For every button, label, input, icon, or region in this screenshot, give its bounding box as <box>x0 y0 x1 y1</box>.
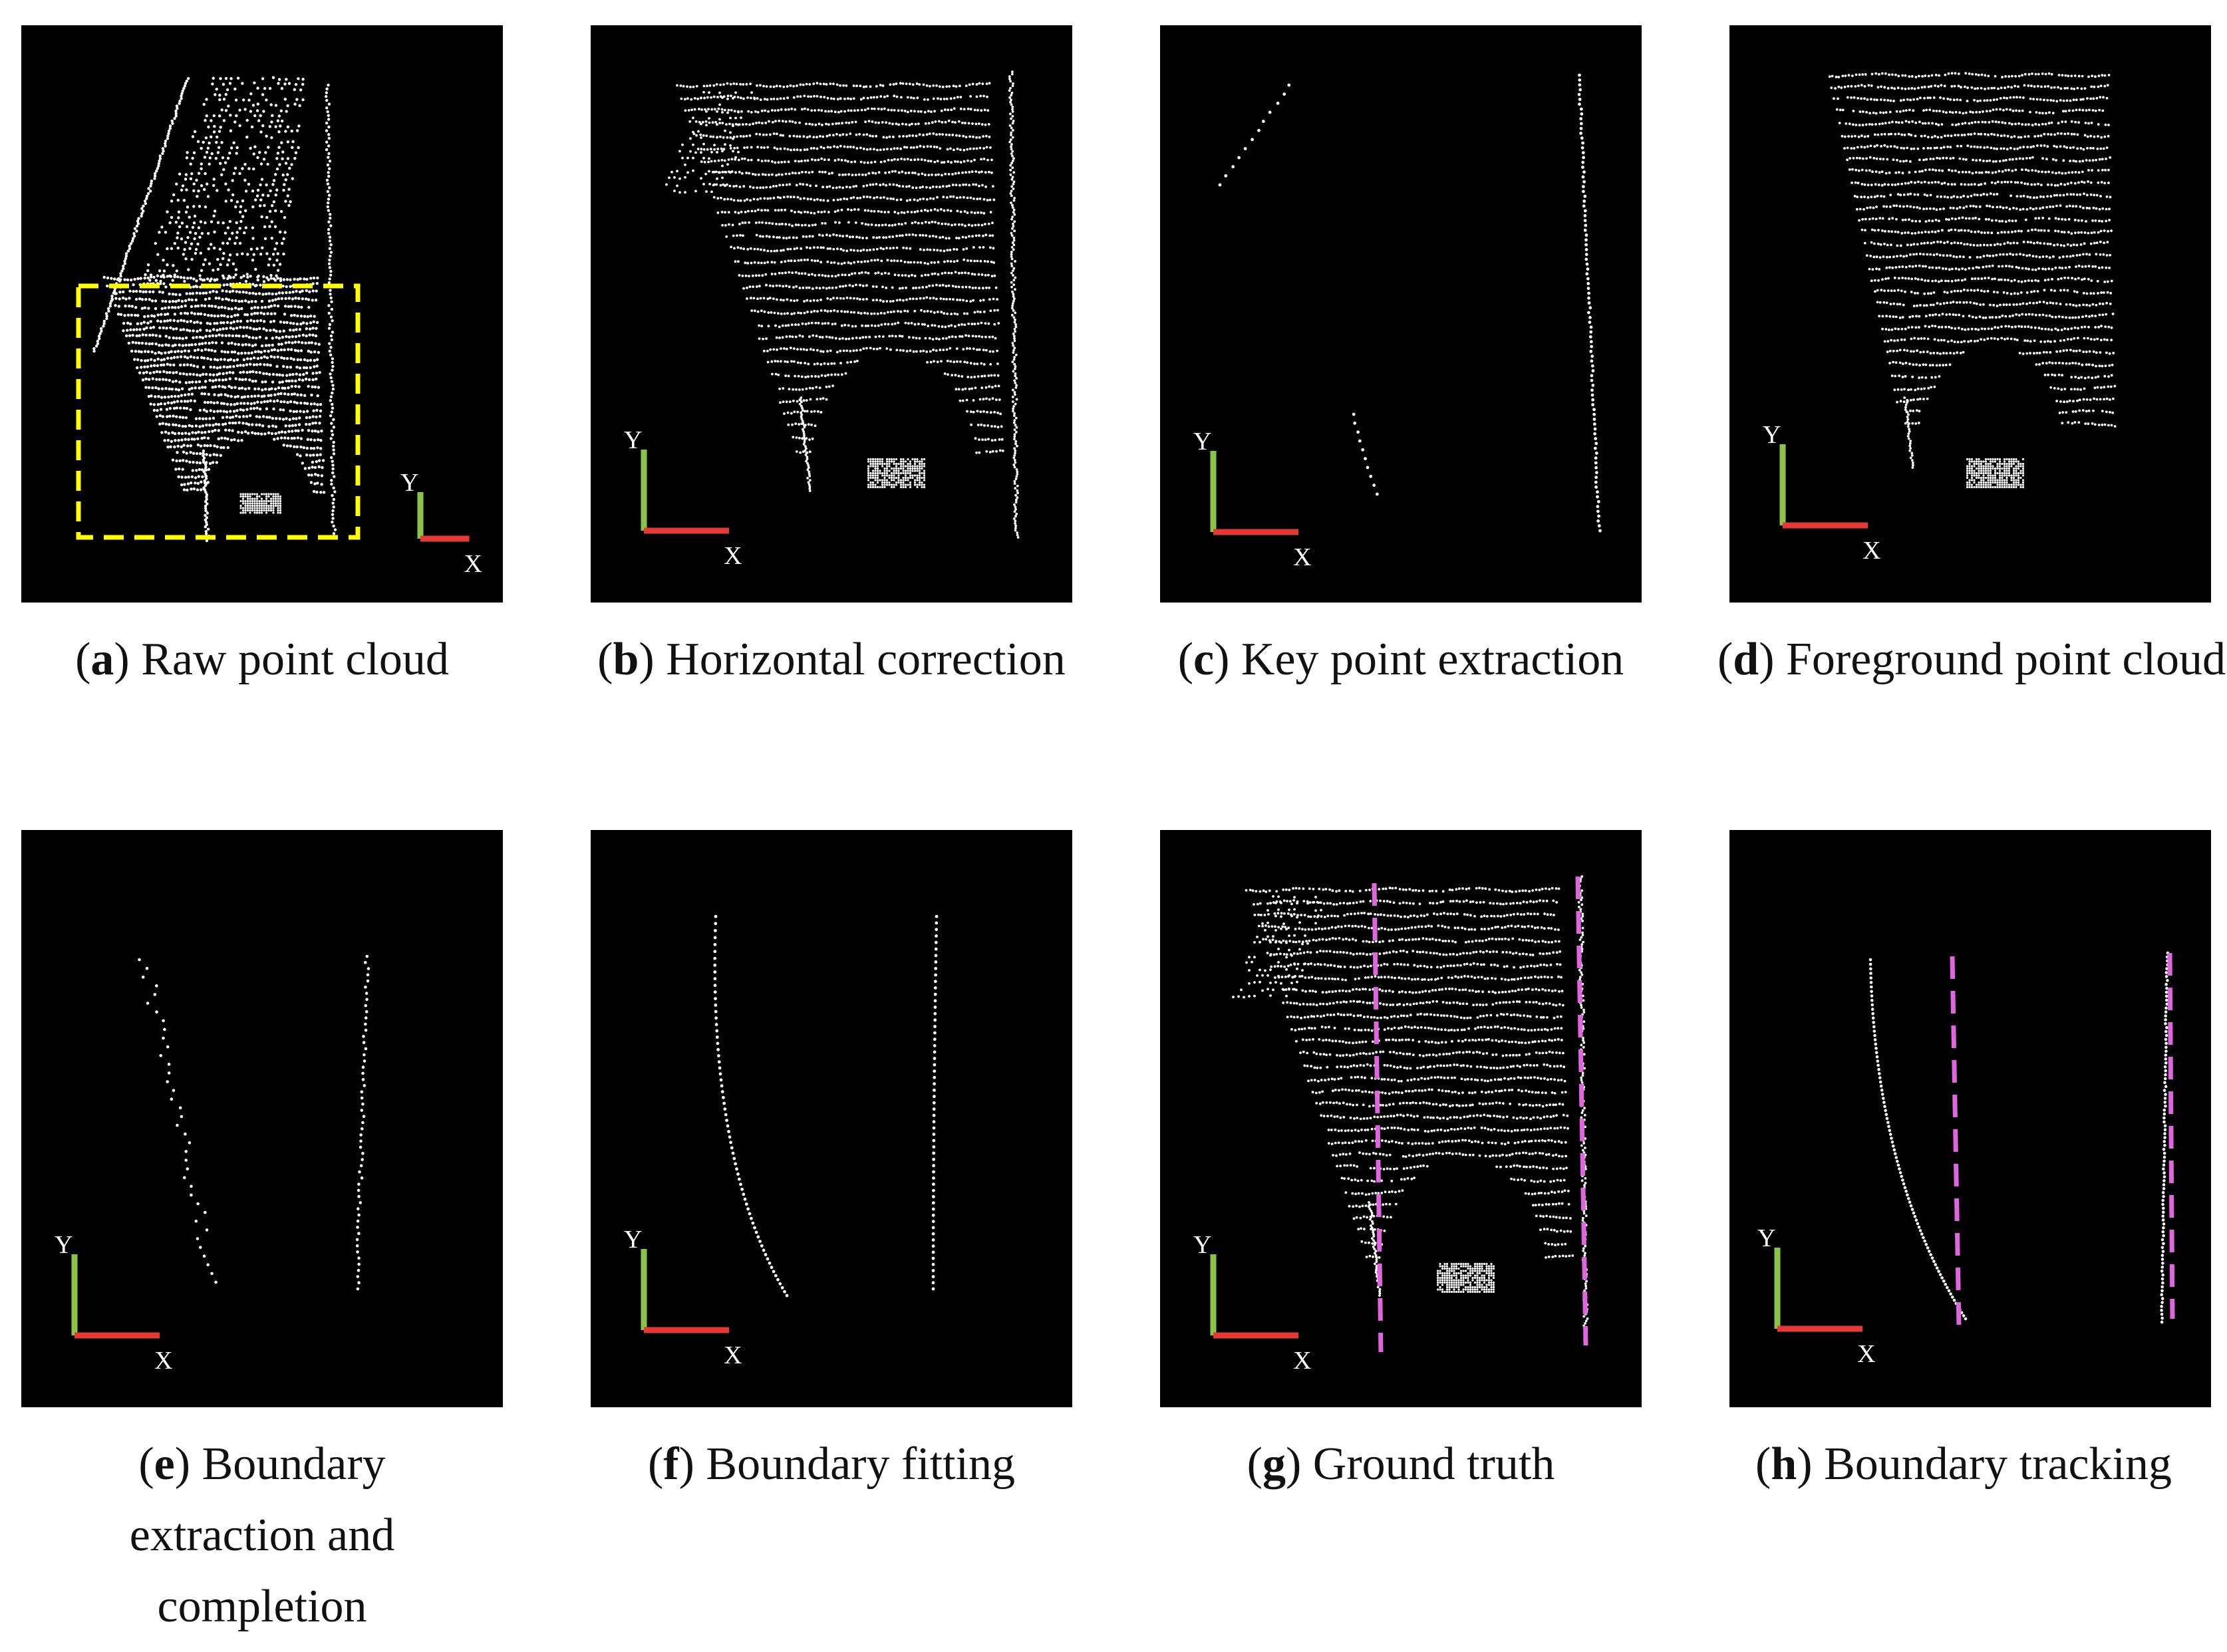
x-axis-label: X <box>1293 1347 1311 1375</box>
axis-indicator: YX <box>624 426 742 570</box>
axis-indicator: YX <box>1193 428 1312 571</box>
caption-f-text: Boundary fitting <box>706 1439 1016 1490</box>
caption-e-letter: e <box>154 1439 175 1490</box>
region-of-interest-box <box>76 283 361 540</box>
caption-f: (f) Boundary fitting <box>647 1439 1016 1490</box>
ground-truth-left-line <box>1372 883 1384 1353</box>
caption-c-text: Key point extraction <box>1241 634 1624 685</box>
caption-a-text: Raw point cloud <box>141 634 449 685</box>
ground-truth-right-line <box>1575 876 1588 1346</box>
axis-indicator: YX <box>624 1226 742 1369</box>
caption-h-text: Boundary tracking <box>1824 1439 2172 1490</box>
point-cloud <box>1828 72 2117 469</box>
y-axis-label: Y <box>1193 428 1211 456</box>
y-axis-label: Y <box>1193 1231 1211 1259</box>
y-axis-label: Y <box>624 1226 642 1254</box>
caption-g: (g) Ground truth <box>1247 1439 1555 1490</box>
point-cloud <box>867 458 926 489</box>
axis-indicator: YX <box>1763 421 1881 565</box>
caption-a: (a) Raw point cloud <box>75 634 449 685</box>
caption-f-letter: f <box>663 1439 679 1490</box>
point-cloud <box>1966 458 2025 489</box>
caption-c-letter: c <box>1193 634 1215 685</box>
point-cloud <box>1232 875 1589 1343</box>
x-axis-label: X <box>1857 1340 1875 1368</box>
caption-e: (e) Boundary extraction and completion <box>129 1439 395 1632</box>
x-axis-label: X <box>464 550 482 578</box>
caption-c: (c) Key point extraction <box>1177 634 1624 685</box>
point-cloud <box>1218 73 1602 533</box>
y-axis-label: Y <box>1763 421 1781 449</box>
x-axis-label: X <box>724 1341 742 1369</box>
point-cloud <box>138 954 371 1291</box>
x-axis-label: X <box>1293 543 1311 571</box>
axis-indicator: YX <box>1193 1231 1312 1375</box>
ground-truth-left-line <box>1950 956 1962 1326</box>
y-axis-label: Y <box>624 426 642 454</box>
caption-e-text: Boundary extraction and completion <box>129 1439 395 1632</box>
point-cloud <box>1436 1262 1495 1294</box>
caption-g-letter: g <box>1262 1439 1286 1490</box>
caption-a-letter: a <box>90 634 114 685</box>
caption-h-letter: h <box>1771 1439 1797 1490</box>
point-cloud <box>713 914 939 1298</box>
caption-b: (b) Horizontal correction <box>597 634 1066 685</box>
point-cloud <box>1868 951 2170 1324</box>
caption-d-text: Foreground point cloud <box>1786 634 2226 685</box>
caption-d-letter: d <box>1733 634 1759 685</box>
caption-h: (h) Boundary tracking <box>1755 1439 2172 1490</box>
y-axis-label: Y <box>400 469 418 497</box>
axis-indicator: YX <box>55 1231 173 1375</box>
point-cloud <box>665 70 1020 539</box>
x-axis-label: X <box>724 542 742 570</box>
caption-d: (d) Foreground point cloud <box>1717 634 2226 685</box>
caption-g-text: Ground truth <box>1312 1439 1555 1490</box>
axis-indicator: YX <box>400 469 482 578</box>
point-cloud <box>239 493 282 514</box>
axis-indicator: YX <box>1757 1224 1876 1368</box>
ground-truth-right-line <box>2167 952 2175 1319</box>
caption-b-letter: b <box>613 634 639 685</box>
y-axis-label: Y <box>1757 1224 1775 1252</box>
y-axis-label: Y <box>55 1231 73 1259</box>
caption-b-text: Horizontal correction <box>666 634 1066 685</box>
point-cloud <box>92 76 337 543</box>
x-axis-label: X <box>154 1347 172 1375</box>
x-axis-label: X <box>1862 537 1880 565</box>
